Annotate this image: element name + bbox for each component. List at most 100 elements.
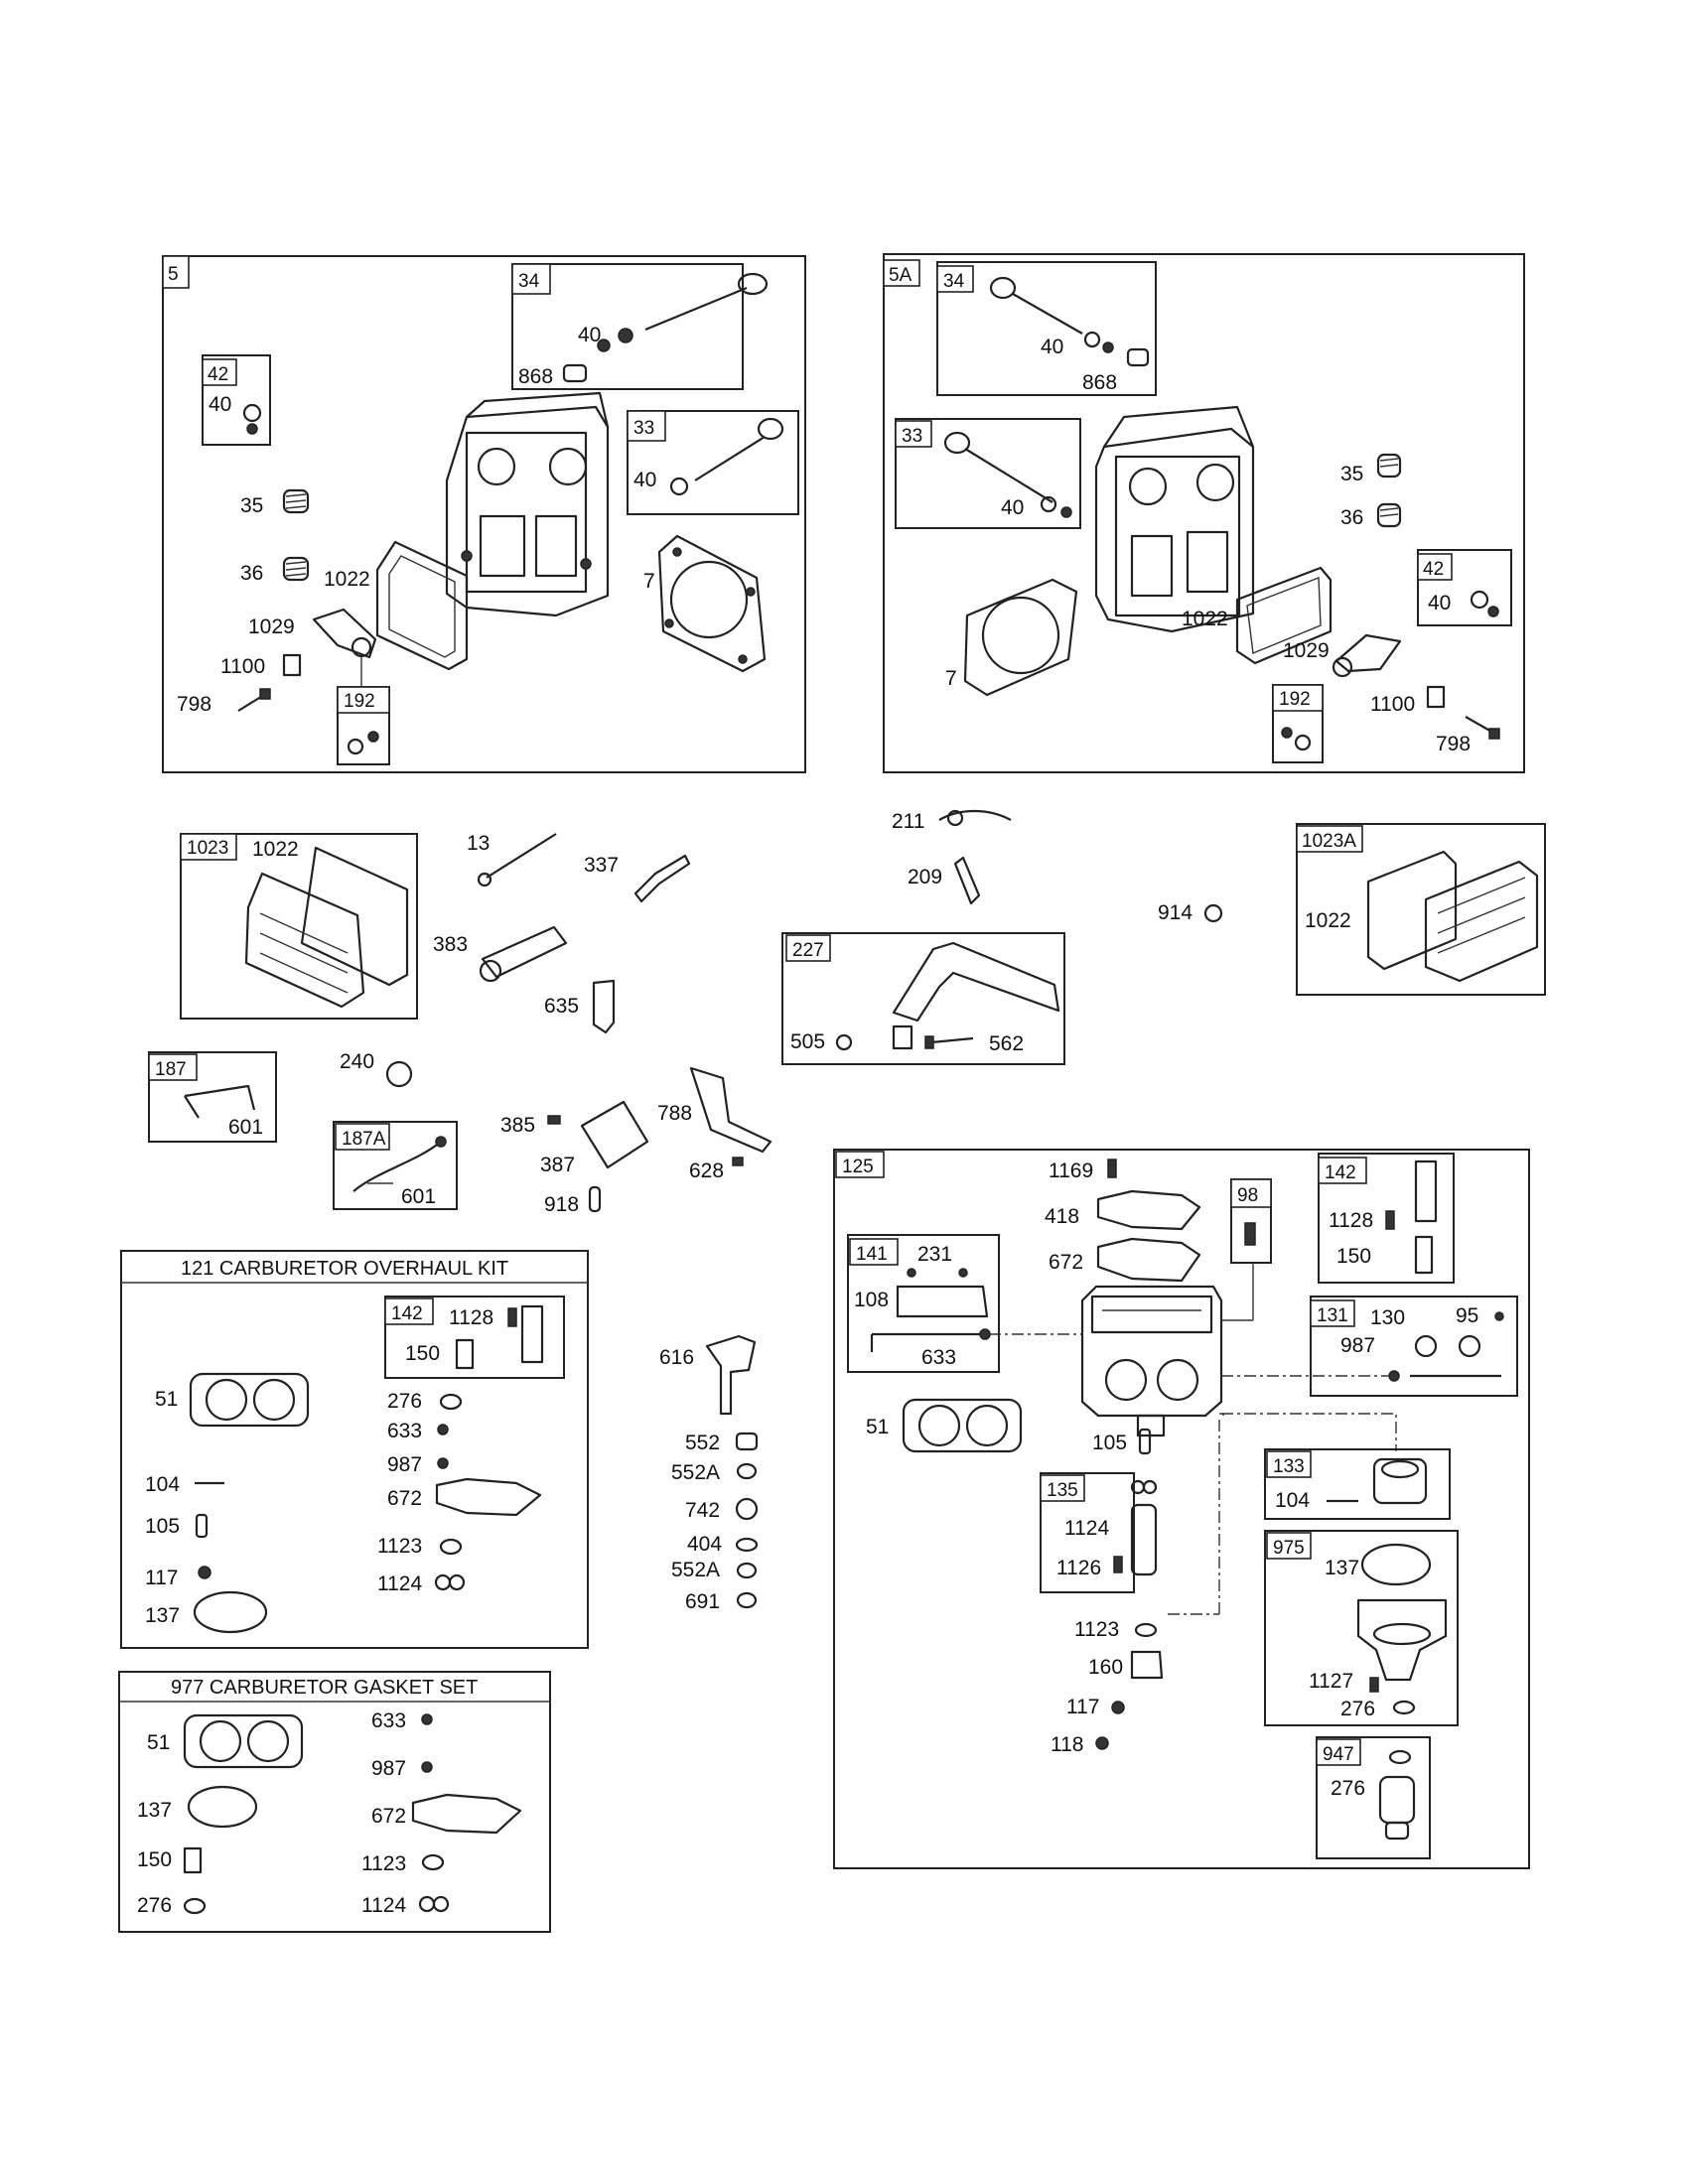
seal-868 [562,363,588,383]
valve-head [989,276,1017,300]
panel-5: 5 34 40 868 42 40 33 40 35 [162,255,806,773]
valve-stem [694,436,766,481]
sub-34-id: 34 [518,271,540,292]
panel-977-gasket-set: 977 CARBURETOR GASKET SET 51 137 150 276… [118,1671,551,1933]
label-40: 40 [633,469,656,491]
panel-1023a-id: 1023A [1302,831,1356,852]
label-276: 276 [1331,1777,1365,1800]
main-jet-135 [1130,1503,1158,1576]
panel-121-overhaul-kit: 121 CARBURETOR OVERHAUL KIT 142 1128 150… [120,1250,589,1649]
label-40: 40 [209,393,231,416]
label-691: 691 [685,1590,720,1613]
keeper-icon [246,423,258,435]
sub-135-id: 135 [1047,1480,1078,1501]
label-788: 788 [657,1102,692,1125]
label-387: 387 [540,1154,575,1176]
label-742: 742 [685,1499,720,1522]
label-383: 383 [433,933,468,956]
label-1029: 1029 [1283,639,1330,662]
label-105: 105 [1092,1432,1127,1454]
panel-227-id: 227 [792,940,824,961]
fitting-914 [1203,903,1223,923]
label-616: 616 [659,1346,694,1369]
label-51: 51 [147,1731,170,1754]
label-51: 51 [155,1388,178,1411]
panel-1023a: 1023A 1022 [1296,823,1546,996]
label-276: 276 [387,1390,422,1413]
label-1126: 1126 [1056,1557,1101,1579]
label-633: 633 [371,1709,406,1732]
loose-parts: 13 337 383 635 211 209 914 240 385 387 9… [340,809,1223,1613]
panel-1023-id: 1023 [187,838,228,859]
panel-187a-id: 187A [342,1129,386,1150]
label-672: 672 [387,1487,422,1510]
cylinder-head [1094,405,1255,633]
valve-cover [244,872,365,1009]
panel-5a-id: 5A [889,265,912,286]
panel-5-id: 5 [168,264,179,285]
label-1022: 1022 [252,838,299,861]
float-bowl-975 [1356,1598,1448,1682]
cylinder-head [445,391,610,617]
valve-spring-35 [282,488,310,514]
label-633: 633 [387,1420,422,1442]
keeper-icon [618,328,633,343]
valve-head [737,272,769,296]
solenoid-947 [1378,1775,1416,1825]
valve-head [943,431,971,455]
label-117: 117 [1066,1696,1099,1718]
panel-187-id: 187 [155,1059,187,1080]
nut-505 [835,1033,853,1051]
label-1123: 1123 [377,1535,422,1558]
label-1123: 1123 [1074,1618,1119,1641]
label-1029: 1029 [248,615,295,638]
label-276: 276 [1340,1698,1375,1720]
gasket-1022 [1366,850,1458,971]
label-40: 40 [1428,592,1451,614]
label-385: 385 [500,1114,535,1137]
label-987: 987 [371,1757,406,1780]
label-798: 798 [1436,733,1471,755]
governor-bracket [892,941,1060,1023]
sub-133-id: 133 [1273,1456,1305,1477]
gasket-672 [1096,1237,1201,1283]
gasket-1022 [375,540,469,671]
bracket-387 [580,1100,649,1169]
label-552a: 552A [671,1461,720,1484]
label-1123: 1123 [361,1852,406,1875]
label-505: 505 [790,1030,825,1053]
label-35: 35 [240,494,263,517]
label-1022: 1022 [1305,909,1351,932]
valve-stem [644,286,748,332]
label-404: 404 [687,1533,722,1556]
label-95: 95 [1456,1304,1478,1327]
retainer-icon [669,477,689,496]
panel-125-id: 125 [842,1157,874,1177]
label-137: 137 [137,1799,172,1822]
label-231: 231 [917,1243,952,1266]
label-628: 628 [689,1160,724,1182]
gasket-51 [902,1398,1023,1453]
sub-975-id: 975 [1273,1538,1305,1559]
label-868: 868 [518,365,553,388]
label-108: 108 [854,1289,889,1311]
label-552a: 552A [671,1559,720,1581]
valve-head [757,417,784,441]
label-1022: 1022 [324,568,370,591]
label-104: 104 [1275,1489,1310,1512]
valve-spring-36 [1376,502,1402,528]
gasket-1022 [300,846,409,987]
bolt-13 [486,833,557,879]
label-150: 150 [137,1848,172,1871]
label-1169: 1169 [1049,1160,1093,1182]
gasket-108 [896,1285,989,1318]
label-40: 40 [578,324,601,346]
sub-947-id: 947 [1323,1744,1354,1765]
label-633: 633 [921,1346,956,1369]
sub-192-id: 192 [344,691,375,712]
label-601: 601 [401,1185,436,1208]
spring-209 [953,856,981,905]
sub-141-id: 141 [856,1244,888,1265]
label-137: 137 [1325,1557,1359,1579]
